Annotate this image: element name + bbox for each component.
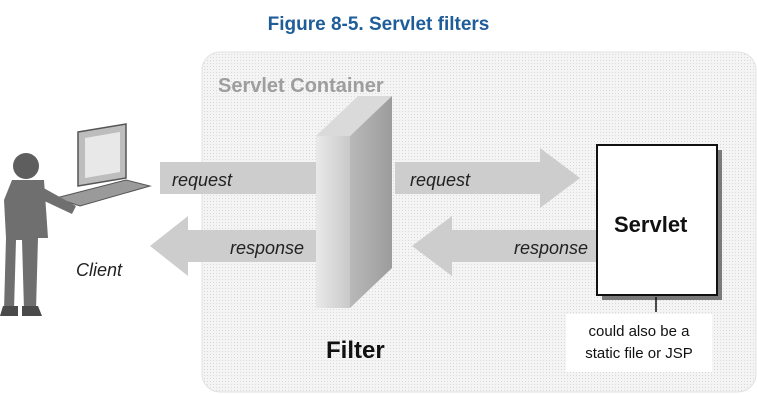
servlet-box: Servlet — [596, 144, 722, 312]
arrow-request-label-1: request — [172, 170, 233, 190]
arrow-request-filter-to-servlet: request — [395, 148, 580, 208]
arrow-response-label-2: response — [514, 238, 588, 258]
container-label: Servlet Container — [218, 75, 384, 97]
filter-label: Filter — [326, 337, 385, 364]
arrow-response-label-1: response — [230, 238, 304, 258]
arrow-request-client-to-filter: request — [160, 148, 360, 208]
servlet-label: Servlet — [614, 212, 688, 237]
person-icon — [0, 153, 76, 316]
arrow-response-filter-to-client: response — [150, 216, 330, 276]
arrow-request-label-2: request — [410, 170, 471, 190]
note-line-2: static file or JSP — [585, 345, 693, 362]
client-figure: Client — [0, 123, 152, 316]
filter-block: Filter — [316, 96, 392, 364]
client-label: Client — [76, 260, 123, 280]
figure-caption: Figure 8-5. Servlet filters — [267, 14, 490, 35]
servlet-note: could also be a static file or JSP — [566, 314, 712, 372]
laptop-icon — [54, 123, 152, 207]
arrow-response-servlet-to-filter: response — [412, 216, 597, 276]
note-line-1: could also be a — [589, 323, 691, 340]
